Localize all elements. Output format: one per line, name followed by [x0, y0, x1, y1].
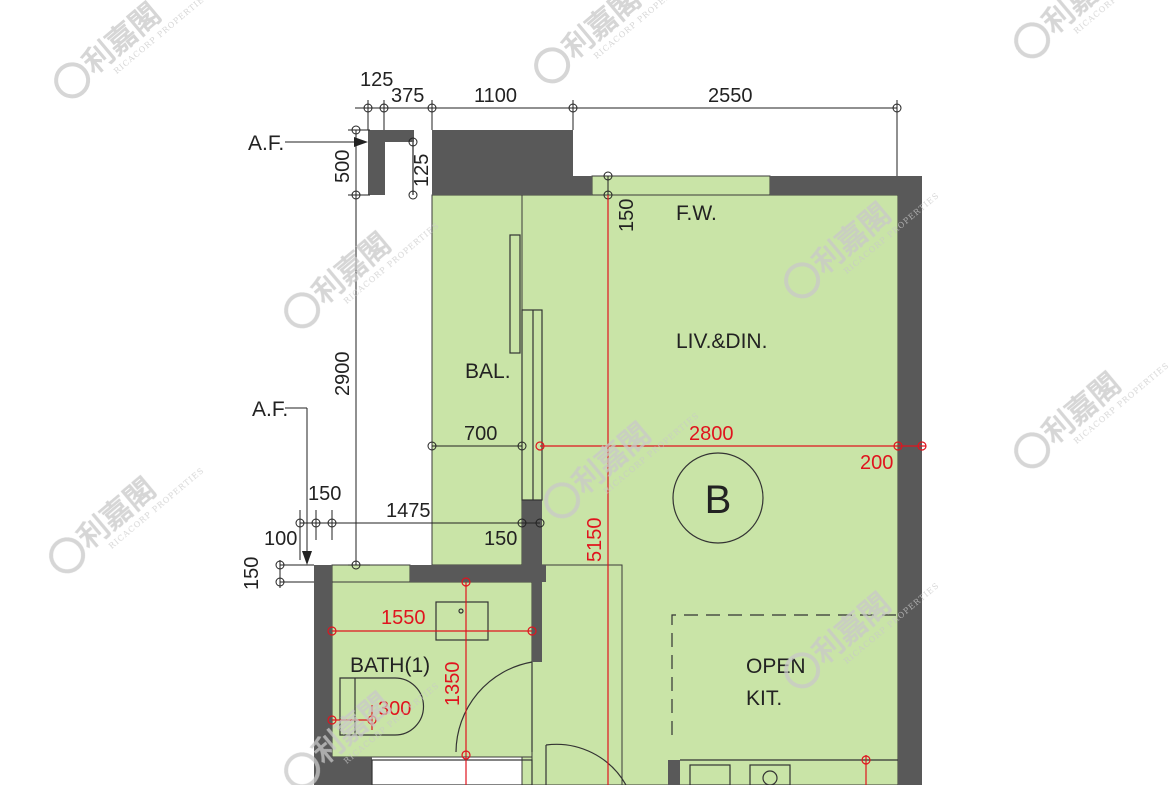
watermark-8: 利嘉閣 RICACORP PROPERTIES — [1014, 361, 1170, 469]
dimension-lines-black — [279, 100, 898, 588]
unit-circle — [672, 452, 764, 544]
sliding-door-1 — [509, 234, 521, 354]
floor-areas — [331, 175, 899, 785]
watermark-1: 利嘉閣 RICACORP PROPERTIES — [54, 0, 211, 99]
walls — [314, 130, 922, 785]
bal-window-strip — [331, 564, 411, 583]
room-labels: F.W. LIV.&DIN. BAL. BATH(1) OPEN KIT. B … — [248, 132, 806, 710]
wall-top-step — [573, 176, 592, 195]
label-flat-window: F.W. — [676, 202, 717, 225]
dim-375: 375 — [391, 85, 424, 107]
watermark-logo — [284, 292, 321, 329]
basin — [435, 601, 489, 641]
arrowheads — [302, 137, 368, 565]
unit-label: B — [705, 478, 732, 522]
label-kitchen-2: KIT. — [746, 687, 782, 710]
sliding-door-2 — [521, 309, 543, 501]
wall-bath-left — [314, 565, 332, 785]
watermark-logo — [54, 62, 91, 99]
stove — [689, 764, 731, 785]
label-balcony: BAL. — [465, 360, 511, 383]
dimension-lines-red — [332, 195, 926, 785]
dim-150-column: 150 — [484, 528, 517, 550]
entry-door-swing — [545, 743, 627, 785]
dim-1475: 1475 — [386, 500, 431, 522]
wall-bath-top — [410, 565, 546, 582]
dimension-labels-red: 2800 200 5150 1550 1350 300 — [378, 423, 893, 720]
dim-1100: 1100 — [474, 85, 517, 107]
dim-1350: 1350 — [442, 662, 464, 707]
wall-top-block — [432, 130, 573, 195]
dim-200: 200 — [860, 452, 893, 474]
fixtures — [339, 142, 898, 785]
watermark-logo — [544, 482, 581, 519]
watermark-logo — [1014, 22, 1051, 59]
label-af-top: A.F. — [248, 132, 284, 155]
wall-bath-right — [532, 582, 542, 662]
dim-150-top: 150 — [308, 483, 341, 505]
wall-af-left — [368, 130, 385, 195]
dim-150-fw: 150 — [616, 199, 638, 232]
dim-1550: 1550 — [381, 607, 426, 629]
dim-125: 125 — [360, 69, 393, 91]
watermark-logo — [784, 262, 821, 299]
dim-500: 500 — [332, 150, 354, 183]
dim-100: 100 — [264, 528, 297, 550]
dimension-ticks-red — [327, 441, 927, 765]
watermark-logo — [49, 537, 86, 574]
wall-kit-bottom — [668, 760, 680, 785]
label-bath: BATH(1) — [350, 654, 430, 677]
open-kitchen-boundary — [671, 614, 898, 735]
watermark-2: 利嘉閣 RICACORP PROPERTIES — [534, 0, 691, 84]
watermark-logo — [284, 752, 321, 785]
fw-strip — [591, 175, 771, 196]
wall-column — [522, 500, 542, 565]
wall-bottom-left — [314, 757, 372, 785]
watermark-logo — [534, 47, 571, 84]
dimension-ticks-black — [275, 103, 902, 587]
dim-300: 300 — [378, 698, 411, 720]
dim-700: 700 — [464, 423, 497, 445]
bath-floor — [331, 581, 533, 758]
wall-right — [898, 176, 922, 785]
wall-af-top-left — [368, 130, 414, 142]
dim-5150: 5150 — [584, 518, 606, 563]
bathtub — [339, 677, 425, 736]
watermark-4: 利嘉閣 RICACORP PROPERTIES — [284, 221, 441, 329]
dim-2800: 2800 — [689, 423, 734, 445]
sink — [749, 764, 791, 785]
bath-door-swing — [455, 661, 533, 753]
dim-150-left: 150 — [241, 557, 263, 590]
balcony-floor — [431, 194, 523, 566]
label-living-dining: LIV.&DIN. — [676, 330, 767, 353]
dim-2900: 2900 — [332, 352, 354, 397]
dim-2550: 2550 — [708, 85, 753, 107]
wall-top-right — [770, 176, 922, 195]
label-af-mid: A.F. — [252, 398, 288, 421]
watermark-logo — [784, 652, 821, 689]
watermark-3: 利嘉閣 RICACORP PROPERTIES — [1014, 0, 1170, 59]
watermark-6: 利嘉閣 RICACORP PROPERTIES — [49, 466, 206, 574]
dimension-labels-black: 125 375 1100 2550 500 125 150 2900 700 1… — [241, 69, 753, 590]
dim-125-vertical: 125 — [411, 154, 433, 187]
watermark-logo — [1014, 432, 1051, 469]
label-kitchen-1: OPEN — [746, 655, 806, 678]
